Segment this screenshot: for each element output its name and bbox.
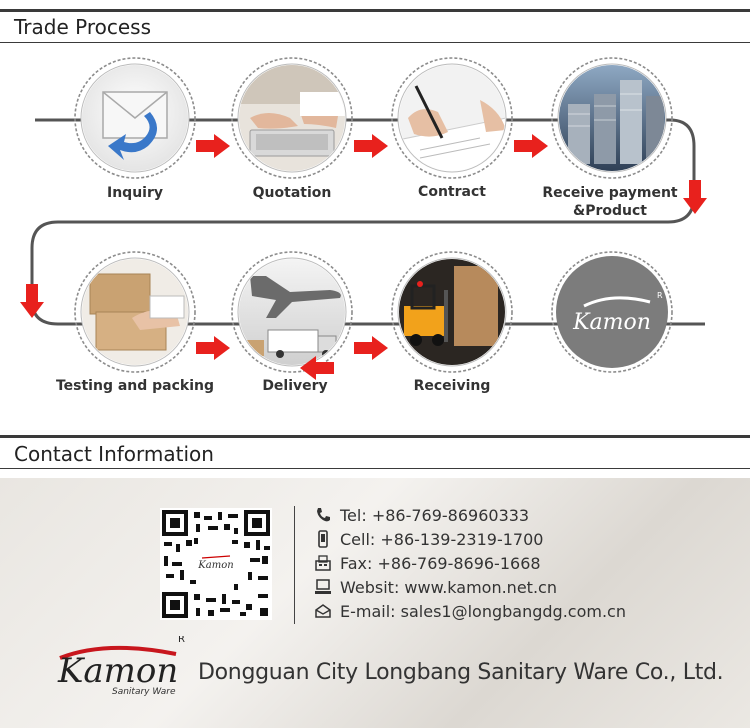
qr-code: Kamon: [160, 508, 272, 620]
step-label-inquiry: Inquiry: [107, 185, 163, 201]
arrow-right-4: [196, 336, 230, 360]
contact-divider: [294, 506, 295, 624]
flow-arrows: [20, 134, 707, 380]
step-frames: [74, 57, 673, 373]
contact-email: E-mail: sales1@longbangdg.com.cn: [340, 602, 626, 621]
step-label-contract: Contract: [418, 184, 486, 200]
email-icon: [315, 604, 331, 618]
contact-tel: Tel: +86-769-86960333: [340, 506, 530, 525]
phone-icon: [317, 508, 330, 522]
arrow-left-1: [300, 356, 334, 380]
envelope-icon: [82, 65, 188, 171]
arrow-right-3: [514, 134, 548, 158]
section-title-contact: Contact Information: [14, 442, 214, 466]
svg-text:Sanitary Ware: Sanitary Ware: [112, 687, 176, 696]
airplane-truck-icon: [239, 259, 345, 365]
step-label-receive-payment: Receive payment: [542, 185, 678, 201]
header-rule-top: [0, 9, 750, 12]
svg-text:Kamon: Kamon: [197, 560, 233, 571]
contact-background: [0, 478, 750, 728]
fax-icon: [315, 555, 331, 571]
kamon-logo: Kamon R: [556, 256, 668, 368]
section-title-trade: Trade Process: [14, 15, 151, 39]
svg-text:R: R: [657, 291, 663, 300]
kamon-brand-logo: Kamon R Sanitary Ware: [57, 636, 185, 696]
contact-website: Websit: www.kamon.net.cn: [340, 578, 557, 597]
step-label-testing-packing: Testing and packing: [55, 378, 215, 394]
arrow-right-5: [354, 336, 388, 360]
arrow-right-2: [354, 134, 388, 158]
boxes-icon: [82, 259, 188, 365]
svg-text:Kamon: Kamon: [572, 310, 651, 335]
signing-pen-icon: [399, 65, 505, 171]
arrow-right-1: [196, 134, 230, 158]
step-label-quotation: Quotation: [252, 185, 332, 201]
trade-process-diagram: Kamon R: [20, 57, 707, 380]
step-label-product: &Product: [573, 203, 647, 219]
arrow-down-1: [683, 180, 707, 214]
contact-header-rule-top: [0, 435, 750, 438]
laptop-typing-icon: [239, 65, 345, 171]
header-rule-bottom: [0, 42, 750, 43]
forklift-icon: [399, 259, 505, 365]
step-label-receiving: Receiving: [413, 378, 491, 394]
svg-text:R: R: [178, 636, 185, 645]
company-name: Dongguan City Longbang Sanitary Ware Co.…: [198, 660, 724, 685]
mobile-icon: [318, 530, 328, 548]
coins-icon: [559, 65, 665, 171]
svg-text:Kamon: Kamon: [57, 651, 178, 691]
step-label-delivery: Delivery: [262, 378, 328, 394]
contact-cell: Cell: +86-139-2319-1700: [340, 530, 544, 549]
arrow-down-2: [20, 284, 44, 318]
contact-header-rule-bottom: [0, 468, 750, 469]
computer-icon: [315, 579, 331, 594]
contact-fax: Fax: +86-769-8696-1668: [340, 554, 541, 573]
